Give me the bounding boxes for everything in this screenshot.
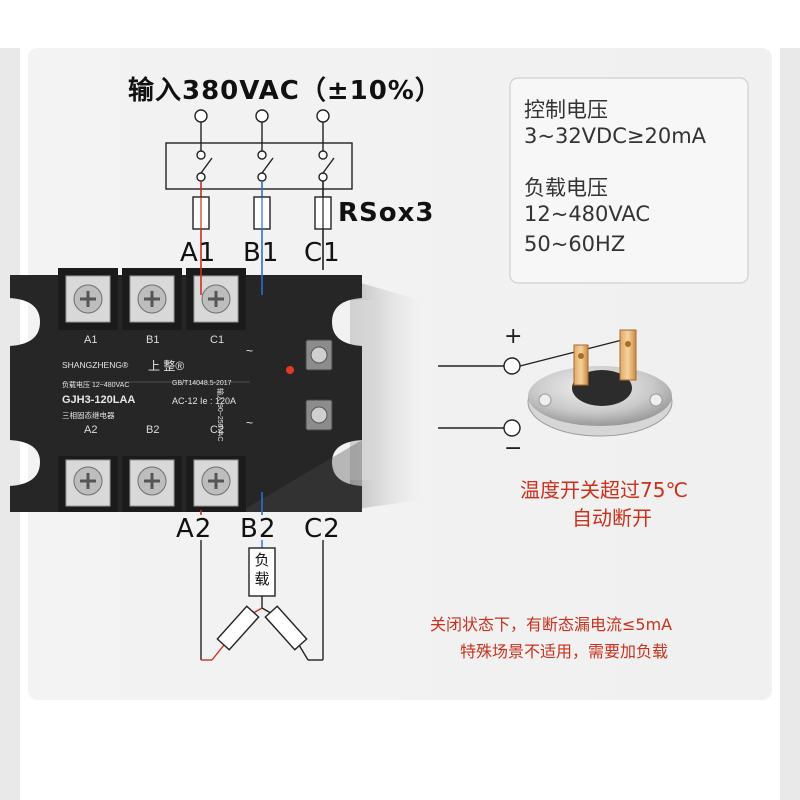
load-label: 负载 <box>254 551 270 588</box>
leakage-note-line1: 关闭状态下，有断态漏电流≤5mA <box>430 615 673 634</box>
relay-type: 三相固态继电器 <box>62 411 115 420</box>
load-resistors <box>216 605 308 651</box>
terminal-screws <box>73 284 231 496</box>
relay-load-voltage: 负载电压 12~480VAC <box>62 382 130 389</box>
thermostat-note-line1: 温度开关超过75℃ <box>520 478 688 502</box>
relay-input-label: 输入 90~250VAC <box>216 388 223 442</box>
phase-label-a1: A1 <box>180 238 217 268</box>
control-voltage-title: 控制电压 <box>524 98 608 122</box>
thermostat-plus: + <box>504 324 523 349</box>
relay-terminal-a2: A2 <box>84 424 98 436</box>
relay-terminal-b2: B2 <box>146 424 160 436</box>
relay-standard: GB/T14048.5-2017 <box>172 380 232 387</box>
relay-brand-cn: 上 整® <box>148 359 185 373</box>
control-voltage-value: 3~32VDC≥20mA <box>524 124 707 148</box>
phase-label-b2: B2 <box>240 514 277 544</box>
fuse-label: RSox3 <box>338 198 435 228</box>
input-voltage-title: 输入380VAC（±10%） <box>128 76 442 106</box>
phase-label-b1: B1 <box>243 238 280 268</box>
breaker-box <box>165 142 353 190</box>
thermostat-wiring <box>438 337 631 437</box>
relay-terminal-c1: C1 <box>210 334 225 346</box>
spec-box <box>509 77 749 284</box>
status-led <box>286 366 294 374</box>
relay-terminal-a1: A1 <box>84 334 98 346</box>
relay-terminal-c2: C2 <box>210 424 225 436</box>
load-voltage-value: 12~480VAC <box>524 202 651 226</box>
relay-model: GJH3-120LAA <box>62 394 136 406</box>
thermostat-note-line2: 自动断开 <box>572 506 652 530</box>
load-frequency-value: 50~60HZ <box>524 232 626 256</box>
relay-brand: SHANGZHENG® <box>62 360 129 370</box>
relay-terminal-b1: B1 <box>146 334 160 346</box>
relay-tilde-bottom: ~ <box>246 416 254 430</box>
phase-label-c2: C2 <box>304 514 341 544</box>
leakage-note-line2: 特殊场景不适用，需要加负载 <box>460 642 669 661</box>
phase-label-c1: C1 <box>304 238 341 268</box>
solid-state-relay <box>10 268 362 512</box>
input-lines <box>194 109 330 155</box>
relay-rating: AC-12 Ie : 120A <box>172 396 237 406</box>
phase-label-a2: A2 <box>176 514 213 544</box>
load-voltage-title: 负载电压 <box>524 176 608 200</box>
thermostat-minus: − <box>504 436 523 461</box>
relay-tilde-top: ~ <box>246 344 254 358</box>
thermostat-switch <box>527 329 673 437</box>
